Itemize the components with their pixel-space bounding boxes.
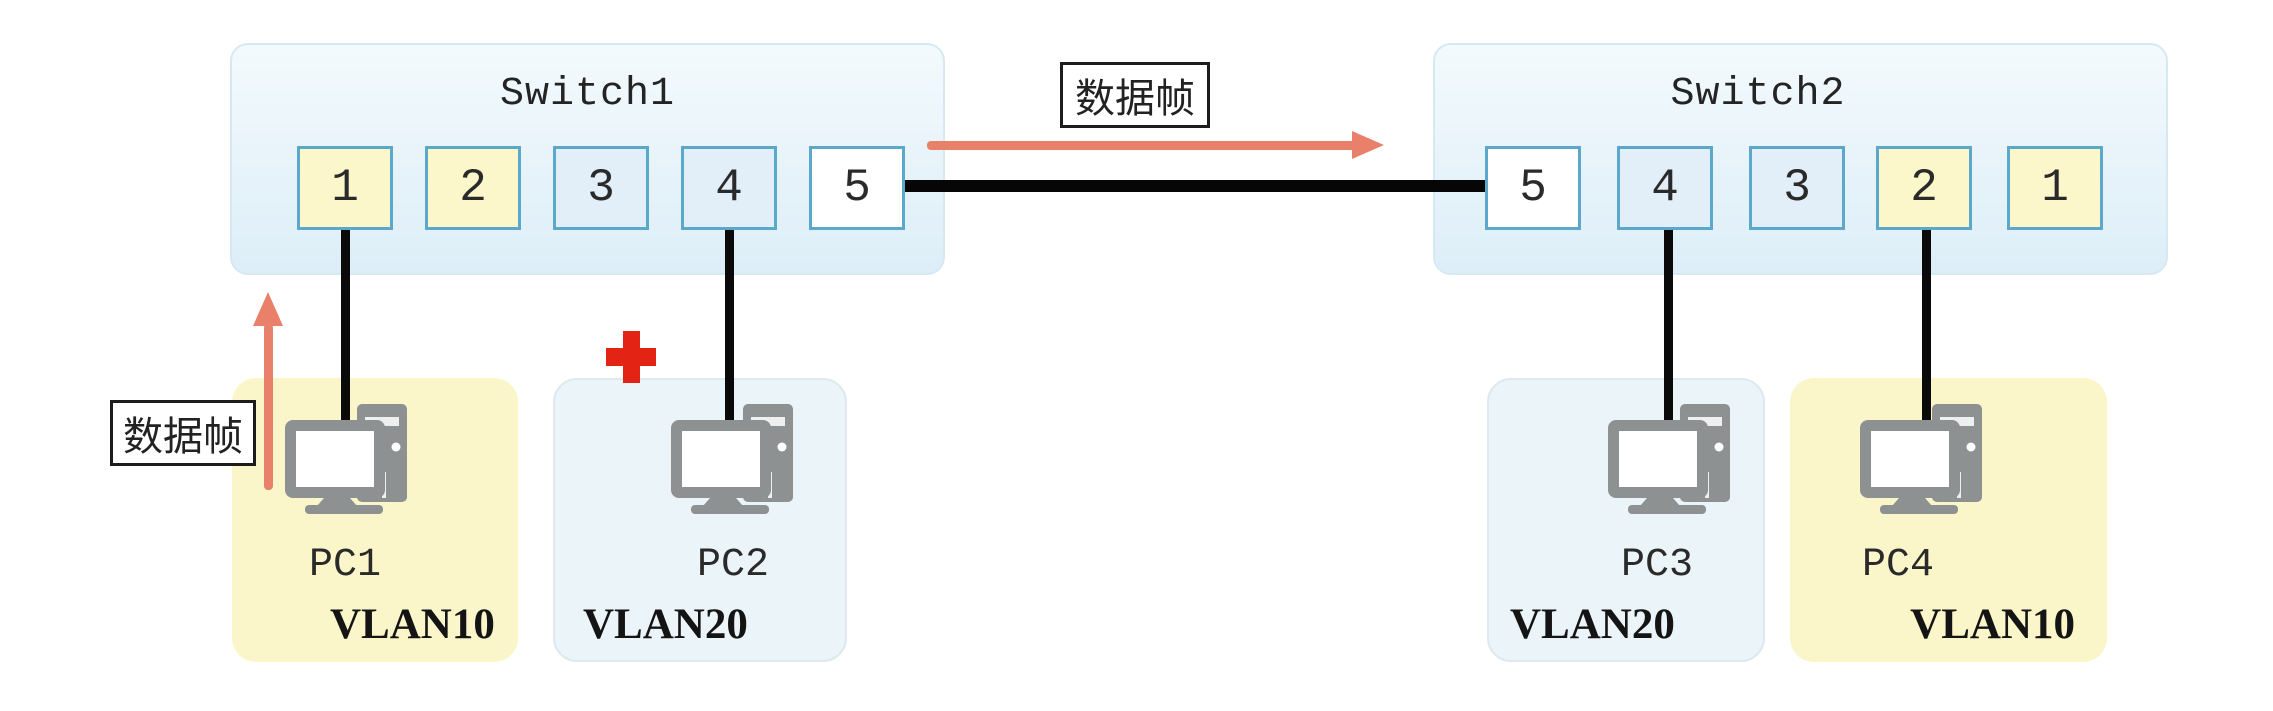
cable-switch2p4-pc3 bbox=[1664, 229, 1673, 433]
switch1-port-1: 1 bbox=[297, 146, 393, 230]
frame-arrow-right-head-icon bbox=[1352, 131, 1384, 159]
switch2-port-2: 2 bbox=[1876, 146, 1972, 230]
switch2-port-1: 1 bbox=[2007, 146, 2103, 230]
pc2-vlan-label: VLAN20 bbox=[583, 601, 748, 648]
pc2-computer-icon bbox=[671, 404, 793, 514]
switch2-title: Switch2 bbox=[1670, 72, 1846, 117]
frame-label-left: 数据帧 bbox=[110, 400, 256, 466]
pc1-vlan-label: VLAN10 bbox=[330, 601, 495, 648]
switch1-port-2: 2 bbox=[425, 146, 521, 230]
cable-switch1p4-pc2 bbox=[725, 229, 734, 433]
pc1-name: PC1 bbox=[308, 543, 381, 588]
pc2-name: PC2 bbox=[696, 543, 769, 588]
switch2-port-3: 3 bbox=[1749, 146, 1845, 230]
switch2-port-4: 4 bbox=[1617, 146, 1713, 230]
frame-label-top: 数据帧 bbox=[1060, 62, 1210, 128]
frame-arrow-up-body bbox=[264, 324, 273, 490]
red-cross-icon bbox=[606, 331, 656, 383]
pc4-vlan-label: VLAN10 bbox=[1910, 601, 2075, 648]
switch1-port-3: 3 bbox=[553, 146, 649, 230]
pc4-name: PC4 bbox=[1861, 543, 1934, 588]
pc4-computer-icon bbox=[1860, 404, 1982, 514]
switch2-port-5: 5 bbox=[1485, 146, 1581, 230]
frame-arrow-up-head-icon bbox=[253, 292, 283, 326]
pc3-vlan-label: VLAN20 bbox=[1510, 601, 1675, 648]
pc3-computer-icon bbox=[1608, 404, 1730, 514]
pc3-name: PC3 bbox=[1620, 543, 1693, 588]
switch1-port-4: 4 bbox=[681, 146, 777, 230]
cable-switch2p2-pc4 bbox=[1922, 229, 1931, 433]
switch1-title: Switch1 bbox=[499, 72, 676, 117]
pc1-computer-icon bbox=[285, 404, 407, 514]
frame-arrow-right-body bbox=[927, 141, 1355, 150]
cable-switch1p1-pc1 bbox=[341, 229, 350, 433]
switch1-port-5: 5 bbox=[809, 146, 905, 230]
red-cross-bar bbox=[606, 348, 656, 366]
trunk-link-line bbox=[899, 180, 1491, 192]
